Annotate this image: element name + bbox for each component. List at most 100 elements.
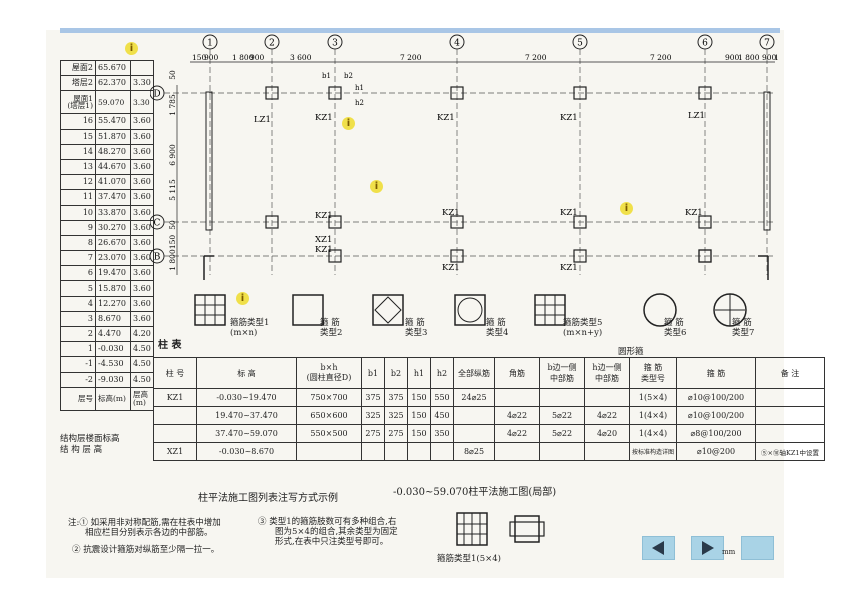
column xyxy=(698,86,712,100)
level-cell: 15 xyxy=(60,128,96,145)
table-cell: 19.470~37.470 xyxy=(196,406,297,425)
column xyxy=(265,215,279,229)
table-cell xyxy=(453,406,495,425)
bottom-stirrup-label: 箍筋类型1(5×4) xyxy=(437,554,501,564)
dimension-text: 50 xyxy=(168,220,177,230)
stirrup-type-label: 箍 筋 类型6 xyxy=(664,318,687,339)
kz1-label: KZ1 xyxy=(685,208,703,218)
column-header-cell: 箍 筋 类型号 xyxy=(628,357,678,389)
table-cell: 4⌀22 xyxy=(494,406,540,425)
table-cell: 750×700 xyxy=(296,388,362,407)
prev-slide-button[interactable] xyxy=(642,536,675,560)
level-footer-cell: 层高 (m) xyxy=(130,386,154,411)
column xyxy=(573,249,587,263)
table-cell xyxy=(361,442,385,461)
level-cell: 4.50 xyxy=(130,356,154,373)
dimension-text: 6 900 xyxy=(168,144,177,166)
kz1-label: KZ1 xyxy=(442,208,460,218)
dimension-text: 1 785 xyxy=(168,94,177,116)
axis-number: 7 xyxy=(764,39,770,49)
level-cell: 16 xyxy=(60,113,96,130)
stirrup-shape xyxy=(534,294,566,326)
kz1-label: KZ1 xyxy=(315,113,333,123)
dimension-text: 1 800 xyxy=(168,249,177,271)
kz1-label: KZ1 xyxy=(442,263,460,273)
h1-label: h1 xyxy=(355,84,364,92)
column-header-cell: 箍 筋 xyxy=(676,357,757,389)
dimension-text: 1 800 xyxy=(232,53,254,62)
note-2: ② 抗震设计箍筋对纵筋至少隔一拉一。 xyxy=(72,545,220,555)
table-cell: 24⌀25 xyxy=(453,388,495,407)
level-cell: 3.60 xyxy=(130,113,154,130)
level-cell: 30.270 xyxy=(95,219,131,236)
next-slide-button[interactable] xyxy=(691,536,724,560)
table-cell: 4⌀22 xyxy=(584,406,630,425)
level-cell: -4.530 xyxy=(95,356,131,373)
info-icon[interactable]: i xyxy=(236,292,249,305)
stirrup-shape xyxy=(292,294,324,326)
level-cell: 6 xyxy=(60,265,96,282)
level-cell: 59.070 xyxy=(95,90,131,115)
table-cell: 450 xyxy=(430,406,454,425)
table-cell: ⌀10@100/200 xyxy=(676,406,757,425)
level-cell: 8.670 xyxy=(95,310,131,328)
level-cell: 5 xyxy=(60,280,96,297)
column xyxy=(573,215,587,229)
table-cell: 550×500 xyxy=(296,424,362,443)
dimension-text: 1 xyxy=(774,53,779,62)
dimension-text: 150 xyxy=(192,53,207,62)
table-cell xyxy=(153,406,197,425)
structural-level-note: 结构层楼面标高 结 构 层 高 xyxy=(60,434,120,455)
table-cell: ⌀10@100/200 xyxy=(676,388,757,407)
table-cell: 1(5×4) xyxy=(628,388,678,407)
level-cell: 3.60 xyxy=(130,280,154,297)
column xyxy=(698,215,712,229)
level-cell: 12 xyxy=(60,174,96,191)
info-icon[interactable]: i xyxy=(620,202,633,215)
wall xyxy=(205,91,213,231)
stirrup-shape xyxy=(643,293,677,327)
table-cell: 325 xyxy=(384,406,408,425)
level-cell: 44.670 xyxy=(95,158,131,176)
axis-number: 5 xyxy=(577,39,583,49)
end-slide-button[interactable] xyxy=(741,536,774,560)
level-cell: 55.470 xyxy=(95,113,131,130)
level-cell: 51.870 xyxy=(95,128,131,145)
level-cell: 3.60 xyxy=(130,295,154,312)
table-cell: ⌀8@100/200 xyxy=(676,424,757,443)
level-cell: 65.670 xyxy=(95,59,131,77)
table-cell: 150 xyxy=(407,424,431,443)
lz1-label: LZ1 xyxy=(254,115,271,125)
column-header-cell: b×h (圆柱直径D) xyxy=(296,357,362,389)
table-cell: 375 xyxy=(384,388,408,407)
table-cell xyxy=(494,442,540,461)
column xyxy=(573,86,587,100)
stirrup-type-label: 箍筋类型1 (m×n) xyxy=(230,318,270,339)
column xyxy=(328,249,342,263)
kz1-label: KZ1 xyxy=(560,113,578,123)
level-cell: 8 xyxy=(60,234,96,252)
table-cell: ⌀10@200 xyxy=(676,442,757,461)
level-cell: 3.60 xyxy=(130,204,154,221)
level-cell: 2 xyxy=(60,325,96,343)
info-icon[interactable]: i xyxy=(370,180,383,193)
table-cell xyxy=(755,388,826,407)
table-cell: 5⌀22 xyxy=(539,406,585,425)
level-cell: 10 xyxy=(60,204,96,221)
info-icon[interactable]: i xyxy=(125,42,138,55)
info-icon[interactable]: i xyxy=(342,117,355,130)
table-cell: -0.030~19.470 xyxy=(196,388,297,407)
level-cell: 11 xyxy=(60,189,96,206)
